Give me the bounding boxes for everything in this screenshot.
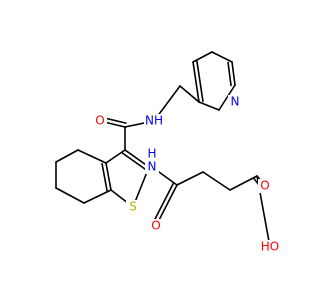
- bond: [77, 149, 107, 164]
- bond: [192, 61, 200, 103]
- structure-diagram: N NH O H N S O O HO: [55, 51, 281, 254]
- thiophene-sulfur-label: S: [129, 200, 137, 214]
- bond: [151, 182, 175, 225]
- amide-nitrogen-mid-label: N: [148, 160, 157, 174]
- bond: [211, 51, 233, 63]
- bond: [55, 149, 79, 163]
- label-bg: [126, 200, 140, 214]
- bond: [55, 187, 85, 204]
- molecule-canvas: N NH O H N S O O HO: [55, 51, 281, 254]
- label-bg: [93, 114, 107, 128]
- bond: [202, 171, 231, 191]
- bond: [179, 85, 200, 103]
- bond: [227, 61, 232, 87]
- bond: [101, 162, 108, 192]
- bond: [105, 149, 126, 164]
- label-bg: [144, 114, 164, 128]
- amide-oxygen-bottom-label: O: [151, 219, 160, 233]
- bond: [196, 60, 204, 103]
- bond: [192, 51, 213, 63]
- bond: [231, 61, 236, 86]
- bond: [105, 162, 112, 191]
- bond: [229, 175, 258, 191]
- label-bg: [259, 240, 281, 254]
- bond: [121, 152, 148, 172]
- atom-label-layer: N NH O H N S O O HO: [93, 95, 281, 254]
- bond: [176, 171, 204, 186]
- pyridine-nitrogen-label: N: [231, 95, 240, 109]
- acid-carbonyl-oxygen-label: O: [260, 179, 269, 193]
- label-bg: [258, 179, 272, 193]
- amide-oxygen-top-label: O: [95, 114, 104, 128]
- bond: [218, 84, 236, 111]
- amide-h-mid-label: H: [147, 147, 156, 161]
- bond-layer: [55, 51, 271, 248]
- label-bg: [228, 95, 242, 109]
- label-bg: [145, 147, 159, 160]
- bond: [83, 189, 112, 204]
- amide-nh-top-label: NH: [145, 114, 163, 128]
- acid-hydroxyl-label: HO: [261, 240, 279, 254]
- label-bg: [145, 160, 159, 174]
- label-bg: [149, 219, 163, 233]
- bond: [198, 101, 220, 111]
